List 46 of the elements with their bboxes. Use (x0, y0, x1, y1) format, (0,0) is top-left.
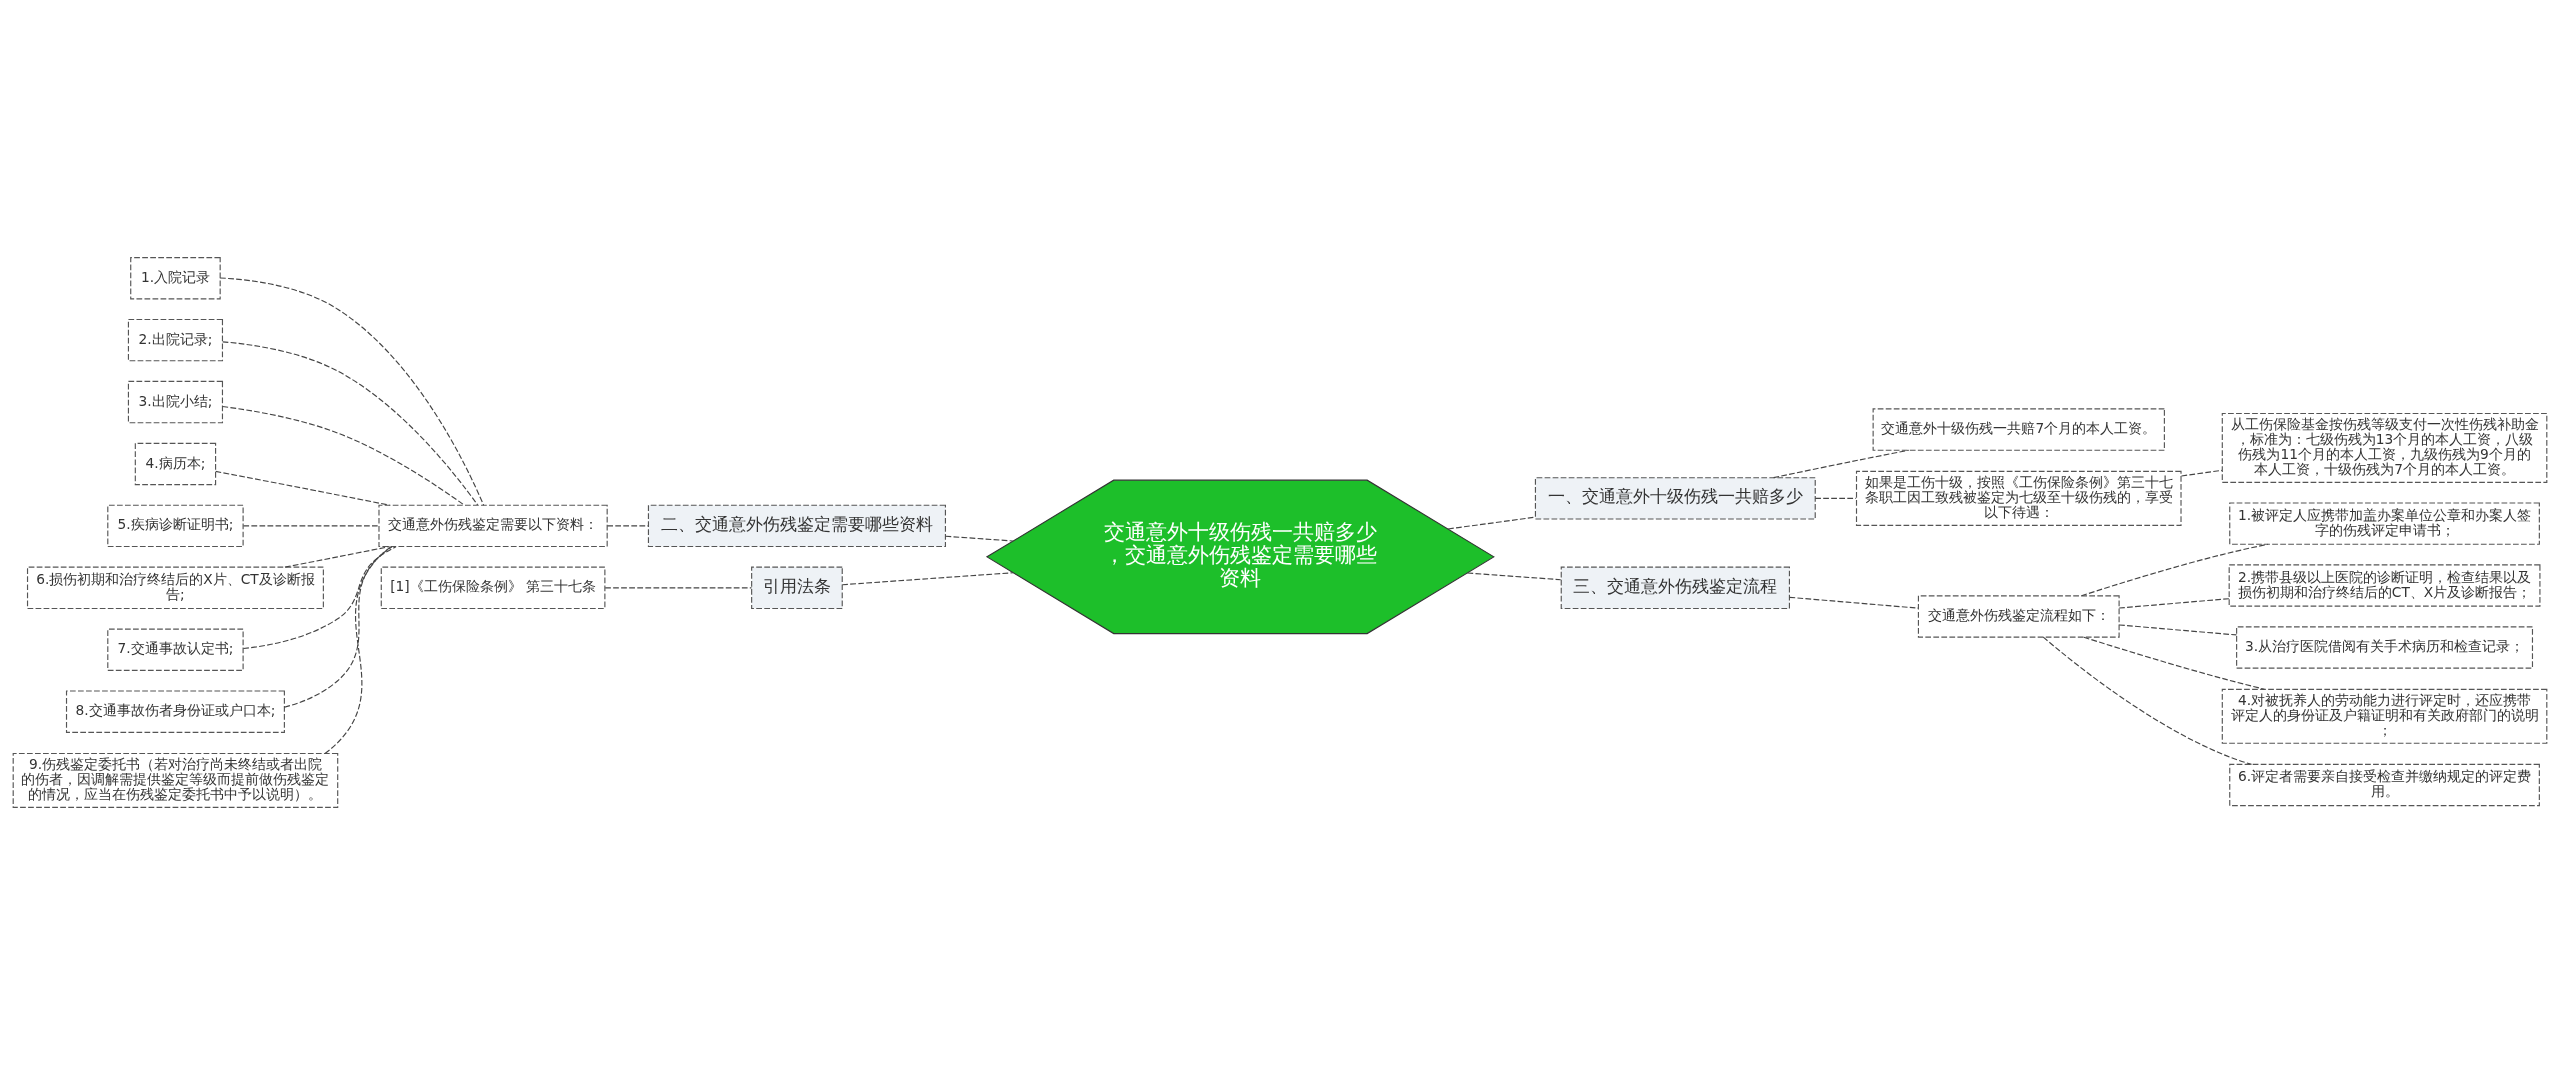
connector (1789, 596, 1919, 609)
connector (215, 470, 391, 506)
node-box: 交通意外伤残鉴定流程如下： (1917, 595, 2120, 638)
node-box: 3.从治疗医院借阅有关手术病历和检查记录； (2236, 626, 2534, 669)
node-box: 6.评定者需要亲自接受检查并缴纳规定的评定费用。 (2229, 763, 2540, 807)
connector (2118, 598, 2230, 609)
connector (2080, 543, 2269, 597)
node-box: 9.伤残鉴定委托书（若对治疗尚未终结或者出院的伤者，因调解需提供鉴定等级而提前做伤残鉴定的情况，应当在伤残鉴定委托书中予以说明）。 (12, 752, 339, 808)
node-box: 5.疾病诊断证明书; (107, 504, 244, 548)
connector (242, 525, 380, 527)
node-box: 如果是工伤十级，按照《工伤保险条例》第三十七条职工因工致残被鉴定为七级至十级伤残的，享受以下待遇： (1855, 470, 2182, 526)
connector (1814, 497, 1857, 499)
node-box: 3.出院小结; (127, 380, 224, 424)
node-box: 1.被评定人应携带加盖办案单位公章和办案人签字的伤残评定申请书； (2229, 502, 2540, 545)
node-box: 7.交通事故认定书; (107, 628, 244, 671)
connector (841, 572, 1014, 586)
connector (222, 405, 466, 506)
node-box: 2.出院记录; (127, 318, 224, 362)
node-box: 6.损伤初期和治疗终结后的X片、CT及诊断报告; (26, 566, 324, 610)
node-box: 8.交通事故伤者身份证或户口本; (65, 690, 285, 733)
node-box: 2.携带县级以上医院的诊断证明，检查结果以及损伤初期和治疗终结后的CT、X片及诊断报告； (2228, 564, 2541, 607)
node-box: 二、交通意外伤残鉴定需要哪些资料 (647, 504, 946, 548)
connector (945, 535, 1014, 542)
node-box: 引用法条 (751, 566, 843, 610)
connector (222, 341, 479, 506)
connector (2180, 469, 2223, 477)
connector (242, 546, 397, 650)
node-box: 一、交通意外十级伤残一共赔多少 (1534, 477, 1816, 520)
connector (1466, 572, 1562, 581)
node-box: 从工伤保险基金按伤残等级支付一次性伤残补助金，标准为：七级伤残为13个月的本人工资，八级伤残为11个月的本人工资，九级伤残为9个月的本人工资，十级伤残为7个月的本人工资。 (2221, 412, 2548, 483)
node-box: 交通意外十级伤残一共赔7个月的本人工资。 (1872, 408, 2165, 451)
connector (1447, 516, 1536, 530)
connector (219, 277, 485, 506)
connector (324, 546, 392, 755)
connector (283, 546, 393, 708)
connector (1773, 449, 1910, 479)
node-box: [1]《工伤保险条例》 第三十七条 (380, 566, 606, 610)
connector (2118, 624, 2238, 636)
connector (604, 587, 753, 589)
node-box: 1.入院记录 (130, 257, 221, 300)
connector (606, 525, 649, 527)
node-box: 三、交通意外伤残鉴定流程 (1560, 566, 1790, 610)
node-box: 4.病历本; (134, 442, 217, 486)
node-box: 4.对被抚养人的劳动能力进行评定时，还应携带评定人的身份证及户籍证明和有关政府部门的说明； (2221, 688, 2548, 744)
node-box: 交通意外伤残鉴定需要以下资料： (378, 504, 608, 548)
connector (284, 546, 391, 568)
